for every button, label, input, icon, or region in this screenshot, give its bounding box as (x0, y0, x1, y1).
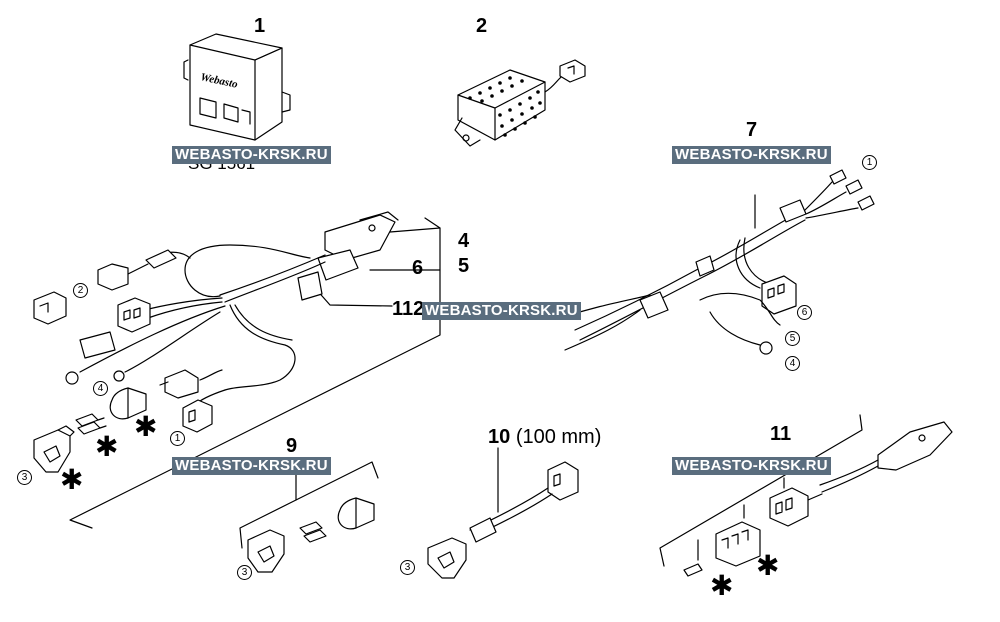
watermark: WEBASTO-KRSK.RU (672, 146, 831, 164)
part-number-10: 10 (100 mm) (488, 427, 601, 447)
callout-3: 3 (17, 470, 32, 485)
asterisk-mark: ✱ (134, 410, 158, 443)
kit-9-drawing (239, 457, 379, 573)
callout-2: 2 (73, 283, 88, 298)
callout-1-harness7: 1 (862, 155, 877, 170)
control-unit-drawing: Webasto (183, 33, 291, 141)
asterisk-mark: ✱ (95, 430, 119, 463)
callout-4-harness7: 4 (785, 356, 800, 371)
callout-4: 4 (93, 381, 108, 396)
part-number-7: 7 (746, 119, 758, 141)
watermark: WEBASTO-KRSK.RU (422, 302, 581, 320)
part-number-2: 2 (476, 15, 488, 37)
harness-7-drawing (559, 169, 875, 355)
part-number-1: 1 (254, 15, 266, 37)
left-harness-drawing (33, 211, 399, 473)
callout-3-cable10: 3 (400, 560, 415, 575)
part-number-9: 9 (286, 435, 298, 457)
watermark: WEBASTO-KRSK.RU (172, 146, 331, 164)
part-number-5: 5 (458, 255, 470, 277)
watermark: WEBASTO-KRSK.RU (672, 457, 831, 475)
asterisk-mark: ✱ (60, 463, 84, 496)
callout-6-harness7: 6 (797, 305, 812, 320)
kit-11-drawing (659, 414, 953, 577)
callout-1: 1 (170, 431, 185, 446)
part-number-4: 4 (458, 230, 470, 252)
part-number-11: 11 (770, 423, 792, 445)
callout-5-harness7: 5 (785, 331, 800, 346)
watermark: WEBASTO-KRSK.RU (172, 457, 331, 475)
asterisk-mark: ✱ (756, 549, 780, 582)
part-number-112: 112 (392, 298, 425, 320)
callout-3-kit9: 3 (237, 565, 252, 580)
part-number-6: 6 (412, 257, 424, 279)
cable-10-drawing (427, 447, 579, 579)
asterisk-mark: ✱ (710, 569, 734, 602)
part-number-10-label: 10 (488, 426, 511, 448)
part-number-10-note: (100 mm) (515, 426, 602, 448)
webasto-logo: Webasto (199, 71, 239, 91)
relay-drawing (454, 59, 586, 147)
left-harness-frame (69, 217, 441, 529)
